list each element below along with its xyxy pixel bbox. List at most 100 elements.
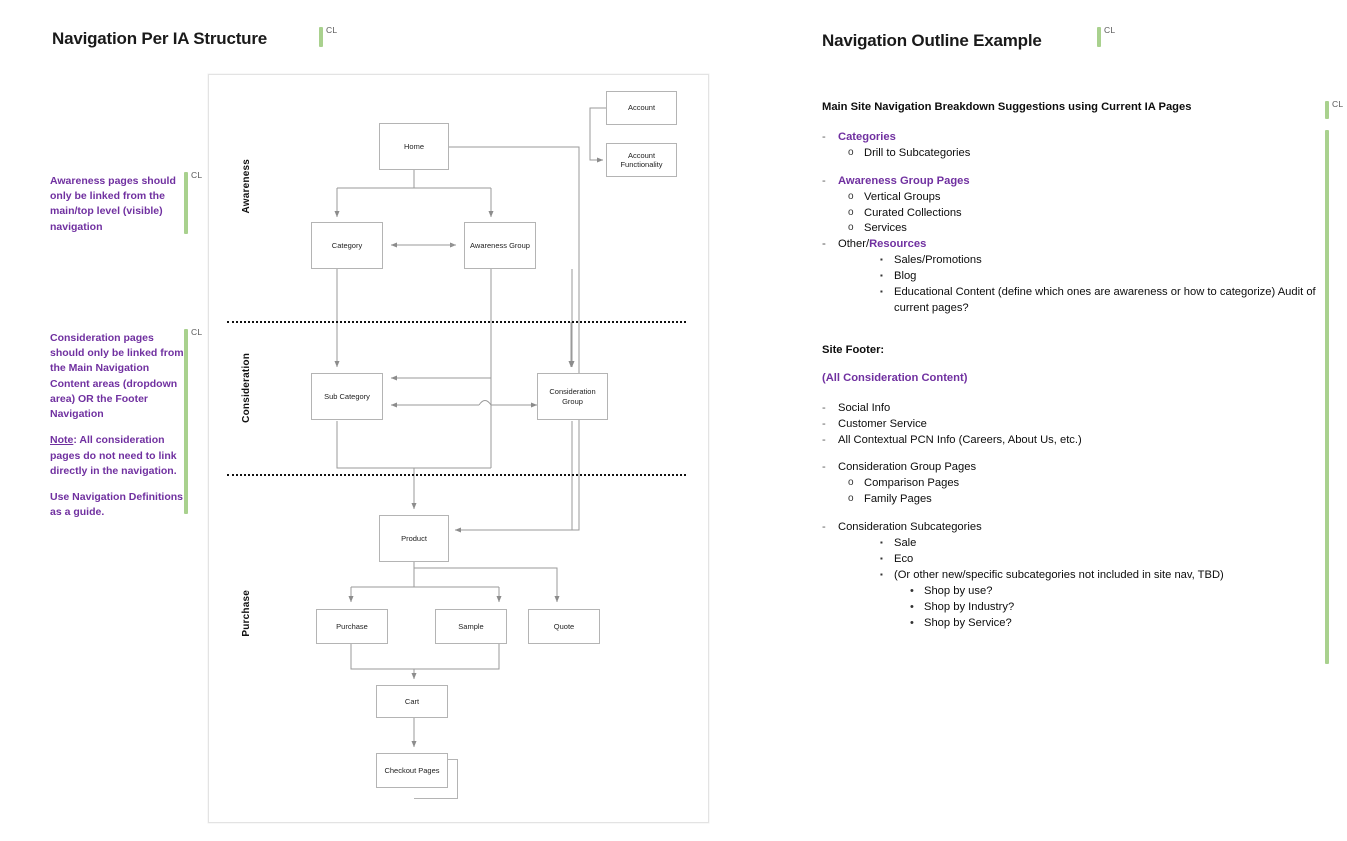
outline-item-social-info: - Social Info bbox=[822, 401, 1322, 417]
spacer bbox=[822, 448, 1322, 460]
outline-item-curated-collections: o Curated Collections bbox=[822, 206, 1322, 222]
ia-structure-diagram: Awareness Consideration Purchase Account… bbox=[208, 74, 709, 823]
site-footer-subheading: (All Consideration Content) bbox=[822, 371, 968, 384]
stage-label-awareness: Awareness bbox=[241, 159, 252, 214]
spacer bbox=[822, 317, 1322, 343]
consideration-note-text-3: Use Navigation Definitions as a guide. bbox=[50, 490, 184, 519]
square-bullet-icon: ▪ bbox=[880, 271, 883, 281]
node-label: Quote bbox=[553, 621, 575, 631]
comment-bar bbox=[319, 27, 323, 47]
outline-heading: Main Site Navigation Breakdown Suggestio… bbox=[822, 101, 1192, 113]
outline-label: Vertical Groups bbox=[864, 190, 941, 203]
node-label: Purchase bbox=[336, 621, 368, 631]
outline-item-categories: - Categories bbox=[822, 130, 1322, 146]
square-bullet-icon: ▪ bbox=[880, 553, 883, 563]
node-category[interactable]: Category bbox=[311, 222, 383, 269]
node-label: Sample bbox=[458, 621, 484, 631]
circle-bullet-icon: o bbox=[848, 477, 854, 489]
square-bullet-icon: ▪ bbox=[880, 538, 883, 548]
outline-label: Blog bbox=[894, 270, 917, 283]
dash-bullet: - bbox=[822, 238, 826, 251]
node-account-functionality[interactable]: Account Functionality bbox=[606, 143, 677, 177]
comment-bar bbox=[184, 172, 188, 234]
outline-label: Consideration Subcategories bbox=[838, 521, 982, 534]
consideration-note-text-1: Consideration pages should only be linke… bbox=[50, 332, 184, 421]
diagram-connectors bbox=[334, 107, 606, 748]
dot-bullet-icon: • bbox=[910, 584, 914, 597]
navigation-outline: Main Site Navigation Breakdown Suggestio… bbox=[822, 100, 1322, 631]
comment-label: CL bbox=[191, 170, 203, 180]
circle-bullet-icon: o bbox=[848, 222, 854, 234]
outline-item-drill-to-subcategories: o Drill to Subcategories bbox=[822, 146, 1322, 162]
outline-label: Sale bbox=[894, 537, 917, 550]
right-slide-title: Navigation Outline Example bbox=[822, 31, 1042, 50]
node-checkout-pages[interactable]: Checkout Pages bbox=[376, 753, 448, 788]
outline-item-shop-by-use: • Shop by use? bbox=[822, 584, 1322, 600]
outline-label: Comparison Pages bbox=[864, 477, 960, 490]
outline-item-blog: ▪ Blog bbox=[822, 269, 1322, 285]
dash-bullet: - bbox=[822, 238, 826, 251]
left-slide-title: Navigation Per IA Structure bbox=[52, 29, 268, 48]
node-home[interactable]: Home bbox=[379, 123, 449, 170]
dot-bullet-icon: • bbox=[910, 616, 914, 629]
node-label: Awareness Group bbox=[470, 240, 530, 250]
node-product[interactable]: Product bbox=[379, 515, 449, 562]
outline-label: Shop by Industry? bbox=[924, 600, 1015, 613]
consideration-note: Consideration pages should only be linke… bbox=[50, 331, 186, 520]
outline-label: (Or other new/specific subcategories not… bbox=[894, 568, 1224, 581]
node-awareness-group[interactable]: Awareness Group bbox=[464, 222, 536, 269]
dash-bullet: - bbox=[822, 401, 826, 414]
comment-label: CL bbox=[1332, 99, 1344, 109]
node-sub-category[interactable]: Sub Category bbox=[311, 373, 383, 420]
comment-bar bbox=[1325, 101, 1329, 119]
outline-label: Awareness Group Pages bbox=[838, 174, 970, 187]
outline-label: Consideration Group Pages bbox=[838, 461, 977, 474]
node-consideration-group[interactable]: Consideration Group bbox=[537, 373, 608, 420]
square-bullet-icon: ▪ bbox=[880, 255, 883, 265]
node-cart[interactable]: Cart bbox=[376, 685, 448, 718]
note-prefix: Note bbox=[50, 434, 74, 447]
outline-label: Family Pages bbox=[864, 493, 932, 506]
outline-item-shop-by-service: • Shop by Service? bbox=[822, 616, 1322, 632]
spacer bbox=[822, 508, 1322, 520]
outline-item-educational-content: ▪ Educational Content (define which ones… bbox=[822, 285, 1322, 317]
stage-label-purchase: Purchase bbox=[241, 590, 252, 637]
outline-item-contextual-pcn-info: - All Contextual PCN Info (Careers, Abou… bbox=[822, 433, 1322, 449]
outline-item-consideration-group-pages: - Consideration Group Pages bbox=[822, 460, 1322, 476]
outline-item-sales-promotions: ▪ Sales/Promotions bbox=[822, 253, 1322, 269]
circle-bullet-icon: o bbox=[848, 493, 854, 505]
outline-label: Shop by Service? bbox=[924, 616, 1012, 629]
outline-label: Services bbox=[864, 222, 907, 235]
consideration-note-text-2: Note: All consideration pages do not nee… bbox=[50, 433, 186, 479]
node-sample[interactable]: Sample bbox=[435, 609, 507, 644]
outline-label: Shop by use? bbox=[924, 584, 993, 597]
outline-label: Eco bbox=[894, 552, 914, 565]
separator-awareness-consideration bbox=[227, 321, 686, 323]
outline-label: Customer Service bbox=[838, 417, 927, 430]
outline-item-comparison-pages: o Comparison Pages bbox=[822, 476, 1322, 492]
outline-item-consideration-subcategories: - Consideration Subcategories bbox=[822, 520, 1322, 536]
outline-item-awareness-group-pages: - Awareness Group Pages bbox=[822, 174, 1322, 190]
separator-consideration-purchase bbox=[227, 474, 686, 476]
circle-bullet-icon: o bbox=[848, 206, 854, 218]
node-label: Checkout Pages bbox=[384, 765, 440, 775]
node-label: Account Functionality bbox=[620, 150, 663, 169]
site-footer-heading: Site Footer: bbox=[822, 343, 885, 356]
outline-item-eco: ▪ Eco bbox=[822, 552, 1322, 568]
node-quote[interactable]: Quote bbox=[528, 609, 600, 644]
outline-item-sale: ▪ Sale bbox=[822, 536, 1322, 552]
node-label: Account bbox=[627, 103, 656, 113]
comment-label: CL bbox=[326, 25, 338, 35]
outline-label: Drill to Subcategories bbox=[864, 146, 971, 159]
outline-label: All Contextual PCN Info (Careers, About … bbox=[838, 433, 1082, 446]
awareness-note-text: Awareness pages should only be linked fr… bbox=[50, 175, 176, 233]
outline-item-customer-service: - Customer Service bbox=[822, 417, 1322, 433]
node-account[interactable]: Account bbox=[606, 91, 677, 125]
node-label: Sub Category bbox=[324, 391, 370, 401]
outline-label: Sales/Promotions bbox=[894, 254, 982, 267]
square-bullet-icon: ▪ bbox=[880, 287, 883, 297]
comment-bar bbox=[184, 329, 188, 514]
node-purchase[interactable]: Purchase bbox=[316, 609, 388, 644]
node-label: Category bbox=[331, 240, 363, 250]
